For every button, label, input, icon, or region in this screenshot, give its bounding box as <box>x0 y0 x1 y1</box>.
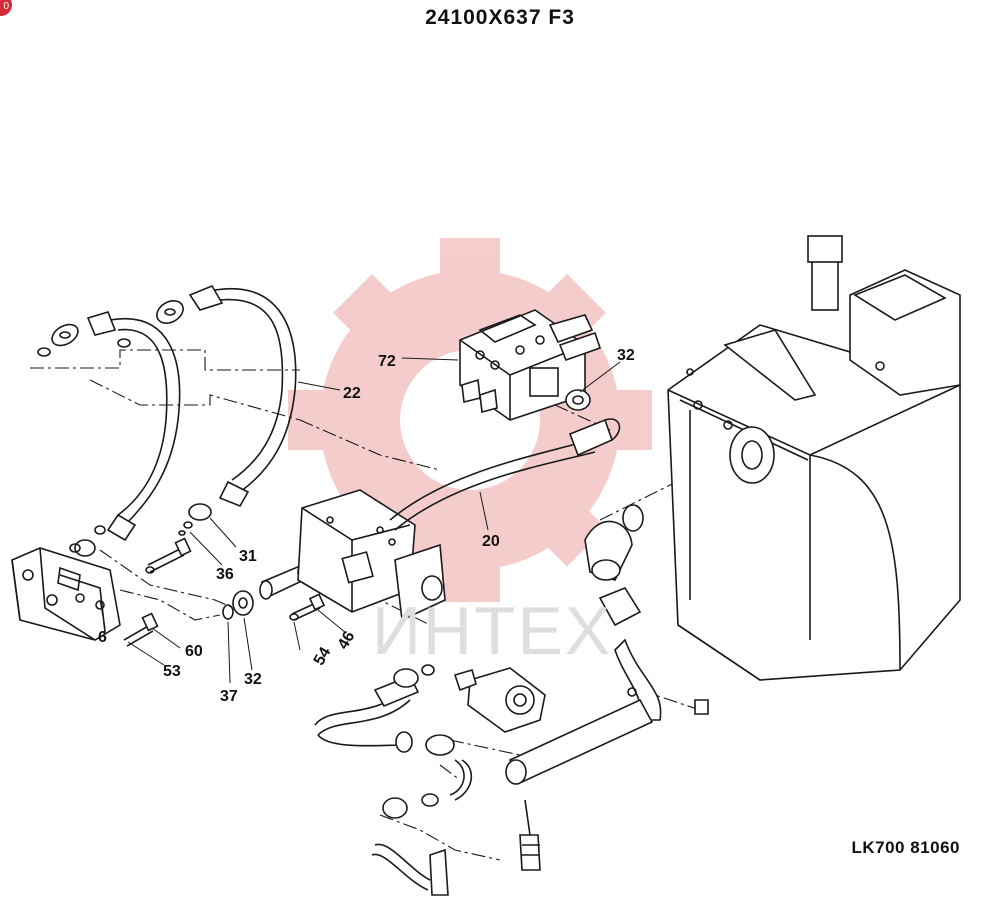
hose-20 <box>389 418 621 531</box>
lower-left-pipes <box>314 664 449 896</box>
hydraulic-gear-pump <box>297 489 446 622</box>
callout-36: 36 <box>216 566 234 583</box>
watermark-text: ИНТЕХ <box>372 593 613 669</box>
callout-32-valve: 32 <box>617 347 635 364</box>
auxiliary-pump <box>421 667 546 807</box>
callout-labels: 72 32 22 20 31 36 6 60 53 37 32 54 46 <box>98 347 635 705</box>
callout-32-pipe: 32 <box>244 671 262 688</box>
left-valve-block <box>11 547 121 641</box>
callout-leader-lines <box>99 357 621 684</box>
callout-72: 72 <box>378 353 396 370</box>
callout-31: 31 <box>239 548 257 565</box>
callout-20: 20 <box>482 533 500 550</box>
hose-22-pair <box>86 284 297 542</box>
corner-badge: 0 <box>0 0 12 16</box>
diagram-title: 24100X637 F3 <box>425 6 575 29</box>
callout-54: 54 <box>311 644 335 668</box>
bolts-left <box>123 537 192 647</box>
callout-37: 37 <box>220 688 238 705</box>
callout-22: 22 <box>343 385 361 402</box>
callout-6: 6 <box>98 629 107 646</box>
callout-46: 46 <box>335 628 359 652</box>
callout-60: 60 <box>185 643 203 660</box>
drawing-reference: LK700 81060 <box>851 838 960 857</box>
hydraulic-tank <box>667 235 961 681</box>
callout-53: 53 <box>163 663 181 680</box>
left-hose-fittings <box>37 300 184 557</box>
control-valve-72 <box>459 309 602 421</box>
suction-elbow <box>505 504 709 871</box>
